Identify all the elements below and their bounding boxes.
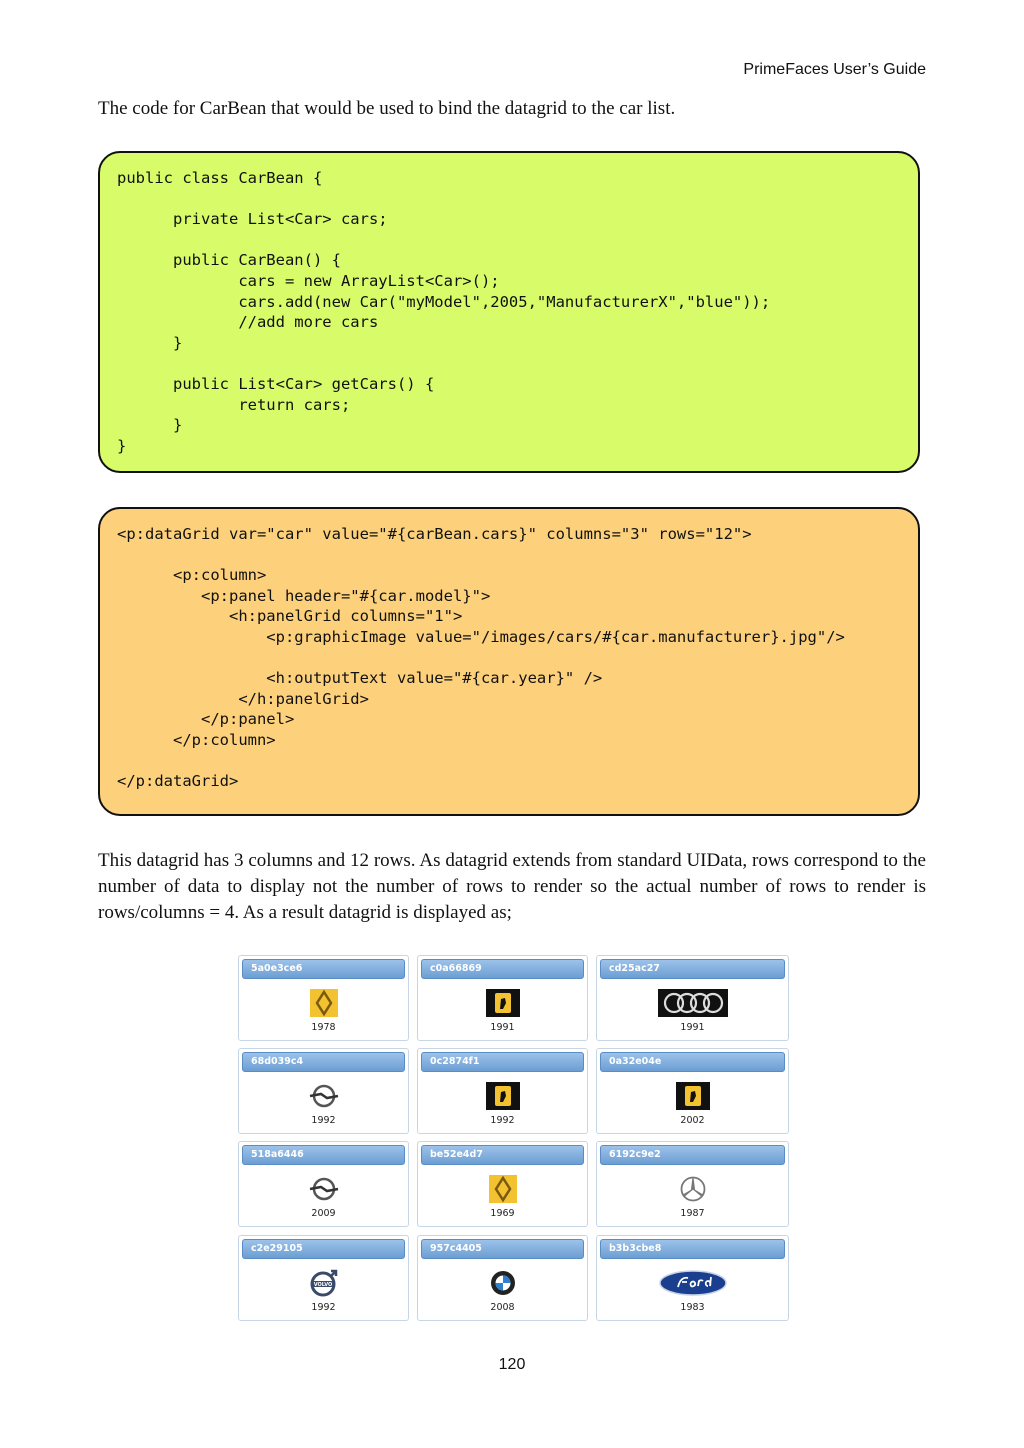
car-year: 2009 [311, 1208, 336, 1219]
panel-header[interactable]: 5a0e3ce6 [242, 959, 405, 979]
car-year: 1987 [680, 1208, 705, 1219]
intro-text: The code for CarBean that would be used … [98, 98, 676, 119]
datagrid-cell: 5a0e3ce6 1978 [238, 955, 409, 1041]
opel-logo-icon [289, 1174, 359, 1204]
panel-header[interactable]: 68d039c4 [242, 1052, 405, 1072]
panel-header[interactable]: be52e4d7 [421, 1145, 584, 1165]
renault-logo-icon [289, 988, 359, 1018]
panel-header[interactable]: 0a32e04e [600, 1052, 785, 1072]
opel-logo-icon [289, 1081, 359, 1111]
body-paragraph: This datagrid has 3 columns and 12 rows.… [98, 850, 926, 923]
panel-header[interactable]: 518a6446 [242, 1145, 405, 1165]
datagrid-cell: b3b3cbe8 1983 [596, 1235, 789, 1321]
car-year: 1992 [311, 1302, 336, 1313]
bmw-logo-icon [468, 1268, 538, 1298]
datagrid-cell: 957c4405 2008 [417, 1235, 588, 1321]
panel-header[interactable]: cd25ac27 [600, 959, 785, 979]
panel-header[interactable]: c0a66869 [421, 959, 584, 979]
car-year: 1991 [490, 1022, 515, 1033]
volvo-logo-icon: VOLVO [289, 1268, 359, 1298]
xhtml-code-block: <p:dataGrid var="car" value="#{carBean.c… [98, 507, 920, 816]
xhtml-code: <p:dataGrid var="car" value="#{carBean.c… [117, 525, 845, 791]
datagrid-cell: be52e4d7 1969 [417, 1141, 588, 1227]
java-code: public class CarBean { private List<Car>… [117, 169, 771, 455]
running-header: PrimeFaces User’s Guide [743, 61, 926, 78]
car-year: 1978 [311, 1022, 336, 1033]
ferrari-logo-icon [658, 1081, 728, 1111]
panel-header[interactable]: b3b3cbe8 [600, 1239, 785, 1259]
datagrid-cell: 0c2874f1 1992 [417, 1048, 588, 1134]
ferrari-logo-icon [468, 1081, 538, 1111]
datagrid-cell: 6192c9e2 1987 [596, 1141, 789, 1227]
datagrid-cell: 68d039c4 1992 [238, 1048, 409, 1134]
ford-logo-icon [658, 1268, 728, 1298]
datagrid-cell: c2e29105 VOLVO 1992 [238, 1235, 409, 1321]
panel-header[interactable]: c2e29105 [242, 1239, 405, 1259]
datagrid-cell: 518a6446 2009 [238, 1141, 409, 1227]
car-year: 2008 [490, 1302, 515, 1313]
datagrid-cell: 0a32e04e 2002 [596, 1048, 789, 1134]
car-year: 1992 [490, 1115, 515, 1126]
panel-header[interactable]: 0c2874f1 [421, 1052, 584, 1072]
java-code-block: public class CarBean { private List<Car>… [98, 151, 920, 473]
panel-header[interactable]: 6192c9e2 [600, 1145, 785, 1165]
svg-text:VOLVO: VOLVO [313, 1282, 332, 1288]
car-year: 2002 [680, 1115, 705, 1126]
mercedes-logo-icon [658, 1174, 728, 1204]
car-year: 1991 [680, 1022, 705, 1033]
audi-logo-icon [657, 988, 728, 1018]
ferrari-logo-icon [468, 988, 538, 1018]
renault-logo-icon [468, 1174, 538, 1204]
datagrid-example: 5a0e3ce6 1978 c0a66869 1991 cd25ac27 199… [238, 955, 790, 1325]
datagrid-cell: c0a66869 1991 [417, 955, 588, 1041]
page-number: 120 [498, 1356, 526, 1373]
car-year: 1992 [311, 1115, 336, 1126]
panel-header[interactable]: 957c4405 [421, 1239, 584, 1259]
car-year: 1969 [490, 1208, 515, 1219]
datagrid-cell: cd25ac27 1991 [596, 955, 789, 1041]
car-year: 1983 [680, 1302, 705, 1313]
